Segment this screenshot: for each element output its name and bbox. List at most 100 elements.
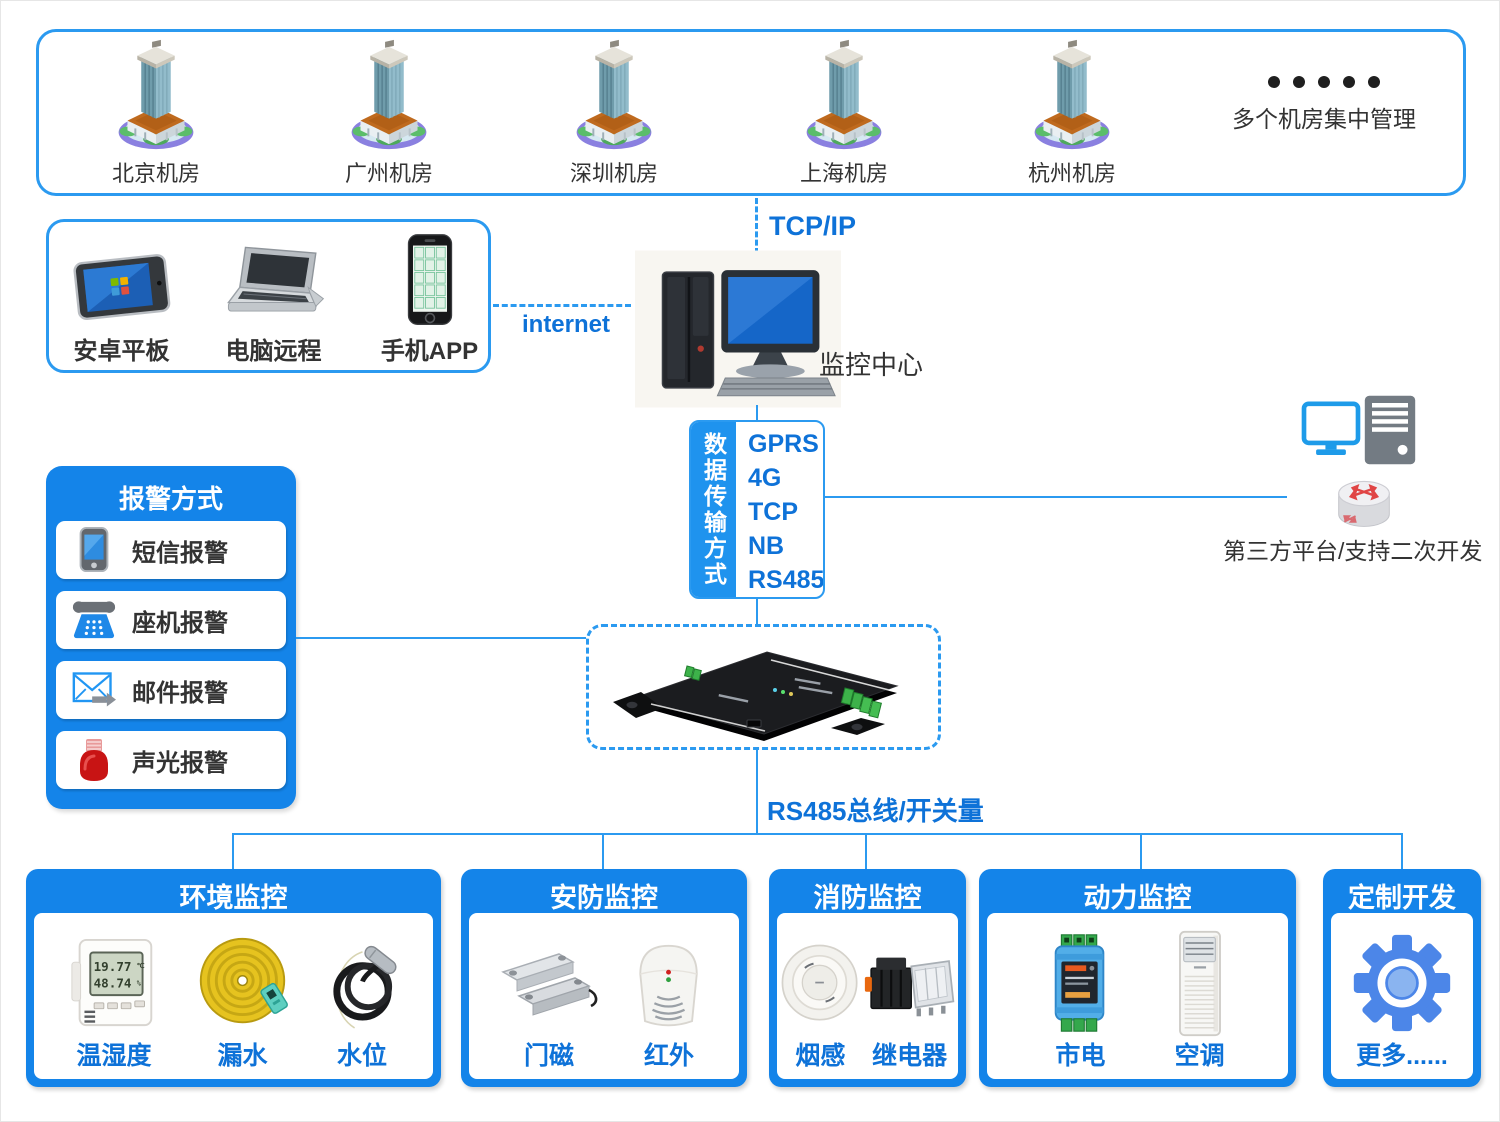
sensor-water-leak: 漏水: [194, 929, 291, 1071]
gear-icon: [1352, 933, 1452, 1033]
email-icon: [72, 667, 116, 713]
building-icon: [1026, 36, 1118, 154]
client-label: 手机APP: [380, 338, 479, 365]
custom-development-more: 更多......: [1352, 929, 1452, 1071]
machine-rooms-panel: 北京机房 广州机房 深圳机房 上海机房 杭州机房 多个机房集中管理: [36, 29, 1466, 196]
sensor-smoke: 烟感: [779, 929, 861, 1071]
monitoring-center-label: 监控中心: [819, 350, 924, 380]
router-icon: [1331, 473, 1397, 533]
machine-room-label: 上海机房: [799, 161, 888, 186]
sms-phone-icon: [72, 527, 116, 573]
alarm-panel-title: 报警方式: [118, 484, 223, 514]
machine-room-label: 广州机房: [344, 161, 433, 186]
transmission-mode-list: GPRS 4G TCP NB RS485: [736, 422, 825, 597]
category-item-label: 门磁: [523, 1042, 574, 1070]
sensor-infrared: 红外: [629, 929, 709, 1071]
lcd-temp-unit: ℃: [137, 962, 145, 970]
category-security-monitoring: 安防监控 门磁 红外: [461, 869, 747, 1087]
alarm-to-gateway-line: [296, 637, 586, 639]
alarm-method-sms: 短信报警: [56, 521, 286, 579]
category-item-label: 烟感: [795, 1042, 846, 1070]
client-label: 电脑远程: [225, 338, 322, 365]
machine-room-label: 北京机房: [111, 161, 200, 186]
bus-drop-line: [602, 833, 604, 870]
alarm-method-email: 邮件报警: [56, 661, 286, 719]
machine-room-hangzhou: 杭州机房: [997, 36, 1147, 192]
category-item-label: 市电: [1055, 1042, 1106, 1070]
machine-room-shanghai: 上海机房: [769, 36, 919, 192]
category-item-label: 水位: [336, 1042, 387, 1070]
category-title: 动力监控: [1083, 883, 1192, 913]
gateway-rtu-device-icon: [599, 632, 931, 744]
alarm-method-label: 声光报警: [132, 749, 228, 777]
smoke-detector-icon: [779, 942, 861, 1024]
category-title: 消防监控: [813, 883, 922, 913]
category-title: 安防监控: [550, 883, 658, 913]
lcd-humidity-value: 48.74: [94, 975, 132, 990]
monitoring-center-computer-icon: [635, 249, 841, 409]
rs485-bus-label: RS485总线/开关量: [767, 796, 984, 826]
third-party-server-icon: [1363, 393, 1417, 467]
client-pc-remote: 电脑远程: [201, 230, 346, 366]
client-android-tablet: 安卓平板: [49, 230, 194, 366]
center-to-transmission-line: [756, 405, 758, 421]
third-party-monitor-icon: [1301, 401, 1361, 455]
bus-drop-line: [232, 833, 234, 870]
category-content: 门磁 红外: [469, 913, 739, 1079]
water-level-probe-icon: [325, 934, 399, 1033]
transmission-title: 数据传输方式: [691, 422, 736, 597]
sensor-water-level: 水位: [325, 929, 399, 1071]
machine-room-beijing: 北京机房: [81, 36, 231, 192]
desk-phone-icon: [72, 597, 116, 643]
internet-label: internet: [521, 311, 610, 338]
transmission-mode: NB: [748, 532, 785, 560]
alarm-method-landline: 座机报警: [56, 591, 286, 649]
device-air-conditioner: 空调: [1174, 929, 1226, 1071]
third-party-link-line: [825, 496, 1287, 498]
air-conditioner-icon: [1174, 930, 1226, 1037]
client-mobile-app: 手机APP: [357, 230, 502, 366]
infrared-sensor-icon: [629, 938, 709, 1028]
more-rooms: 多个机房集中管理: [1159, 76, 1489, 134]
bus-drop-line: [865, 833, 867, 870]
category-environment-monitoring: 环境监控 19.77 ℃ 48.74 %: [26, 869, 441, 1087]
siren-icon: [72, 737, 116, 783]
transmission-mode: GPRS: [748, 430, 819, 458]
transmission-mode: 4G: [748, 464, 782, 492]
bus-drop-line: [1140, 833, 1142, 870]
transmission-mode: RS485: [748, 566, 825, 594]
machine-room-label: 深圳机房: [569, 161, 658, 186]
transmission-mode: TCP: [748, 498, 798, 526]
client-label: 安卓平板: [73, 338, 170, 365]
internet-link-line: [493, 304, 631, 307]
category-title: 环境监控: [179, 883, 288, 913]
category-item-label: 更多......: [1356, 1042, 1448, 1070]
mains-power-module-icon: [1049, 932, 1111, 1034]
bus-drop-line: [1401, 833, 1403, 870]
bus-distribution-line: [232, 833, 1403, 835]
category-title: 定制开发: [1348, 883, 1456, 913]
category-item-label: 漏水: [217, 1042, 268, 1070]
category-fire-monitoring: 消防监控 烟感 继电器: [769, 869, 966, 1087]
lcd-temp-value: 19.77: [94, 958, 132, 973]
category-custom-development: 定制开发 更多......: [1323, 869, 1481, 1087]
smartphone-icon: [403, 233, 457, 327]
tcpip-label: TCP/IP: [769, 211, 857, 241]
category-item-label: 红外: [643, 1042, 694, 1070]
device-mains-power: 市电: [1049, 929, 1111, 1071]
water-leak-cable-icon: [194, 935, 291, 1032]
sensor-temp-humidity: 19.77 ℃ 48.74 % 温湿度: [68, 929, 160, 1071]
alarm-method-sound-light: 声光报警: [56, 731, 286, 789]
gateway-to-bus-line: [756, 750, 758, 834]
building-icon: [343, 36, 435, 154]
category-content: 19.77 ℃ 48.74 % 温湿度: [34, 913, 433, 1079]
category-item-label: 空调: [1174, 1042, 1225, 1070]
tcpip-link-line: [755, 198, 758, 254]
building-icon: [568, 36, 660, 154]
device-relay: 继电器: [864, 929, 956, 1071]
building-icon: [798, 36, 890, 154]
laptop-icon: [217, 241, 331, 327]
alarm-methods-panel: 报警方式 短信报警 座机报警 邮件报警 声光报警: [46, 466, 296, 809]
gateway-device-box: [586, 624, 941, 750]
